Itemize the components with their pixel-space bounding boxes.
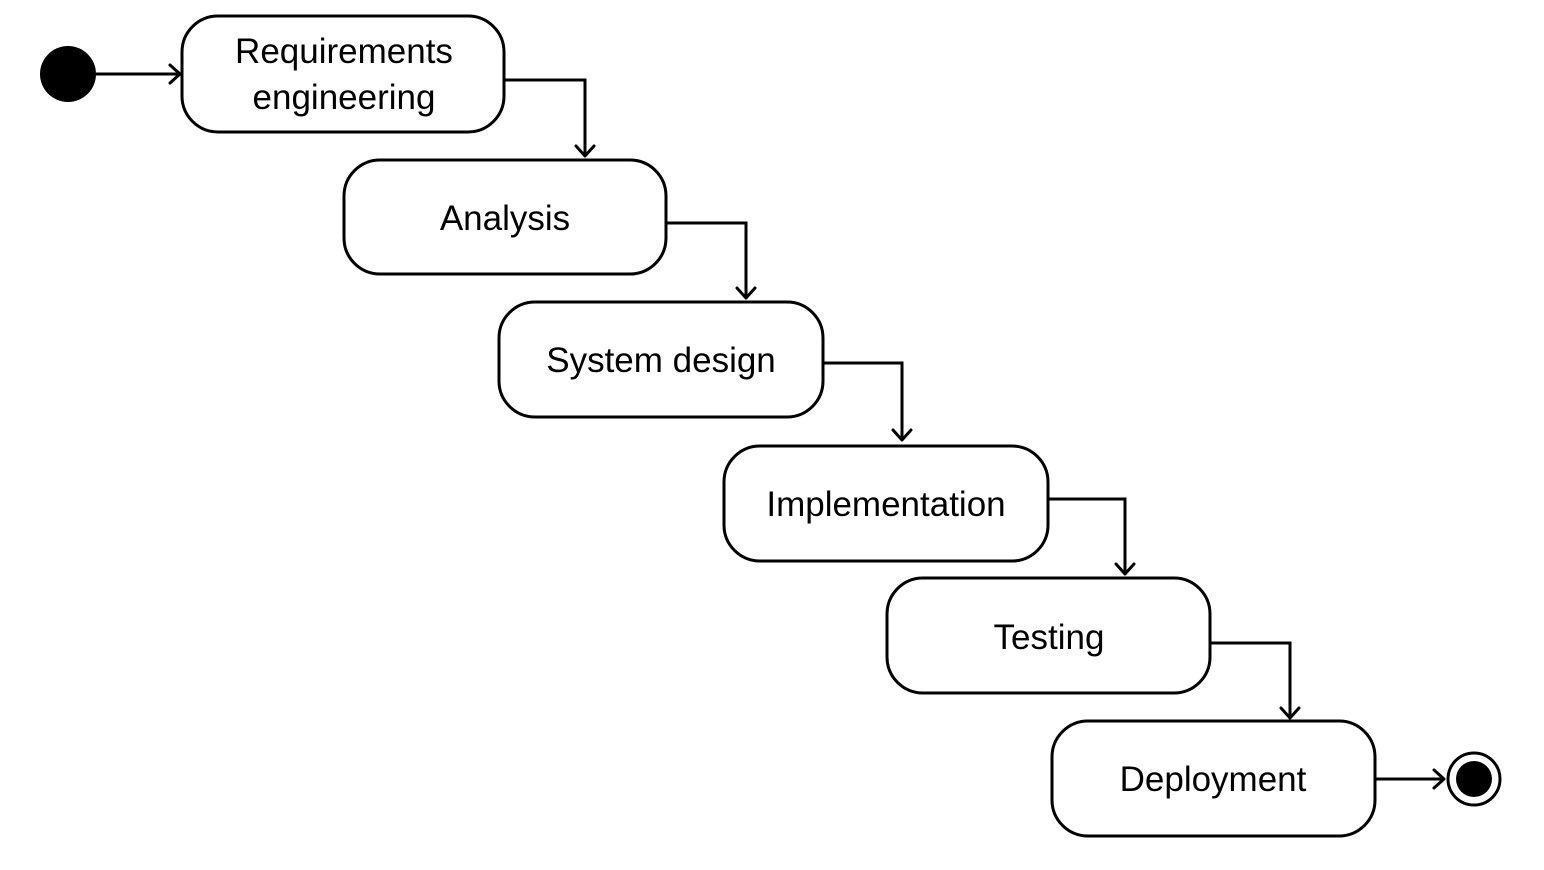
- activity-label-requirements-line-2: engineering: [253, 78, 436, 117]
- edge-system-design-to-implementation: [823, 361, 904, 440]
- activity-label-implementation: Implementation: [766, 485, 1005, 524]
- edge-testing-to-deployment: [1210, 641, 1292, 718]
- arrowhead-system-design-to-implementation: [891, 428, 913, 442]
- edge-analysis-to-system-design: [666, 221, 748, 298]
- activity-label-deployment: Deployment: [1120, 760, 1307, 799]
- edge-requirements-to-analysis: [504, 78, 587, 156]
- arrowhead-deployment-to-final: [1432, 768, 1446, 790]
- arrowhead-testing-to-deployment: [1279, 706, 1301, 720]
- edge-implementation-to-testing: [1048, 497, 1127, 574]
- activity-system-design[interactable]: System design: [497, 300, 825, 419]
- activity-analysis[interactable]: Analysis: [342, 158, 668, 276]
- arrowhead-requirements-to-analysis: [574, 144, 596, 158]
- final-node: [1456, 761, 1492, 797]
- activity-label-requirements-line-1: Requirements: [235, 32, 453, 71]
- activity-label-system-design: System design: [546, 341, 776, 380]
- activity-deployment[interactable]: Deployment: [1050, 719, 1377, 838]
- activity-implementation[interactable]: Implementation: [722, 444, 1050, 563]
- initial-node: [40, 46, 96, 102]
- activity-requirements-engineering[interactable]: Requirements engineering: [180, 14, 506, 134]
- activity-testing[interactable]: Testing: [885, 576, 1212, 695]
- activity-label-analysis: Analysis: [440, 199, 570, 238]
- activity-label-testing: Testing: [994, 618, 1105, 657]
- arrowhead-implementation-to-testing: [1114, 562, 1136, 576]
- arrowhead-analysis-to-system-design: [735, 286, 757, 300]
- arrowhead-start-to-requirements: [168, 63, 182, 85]
